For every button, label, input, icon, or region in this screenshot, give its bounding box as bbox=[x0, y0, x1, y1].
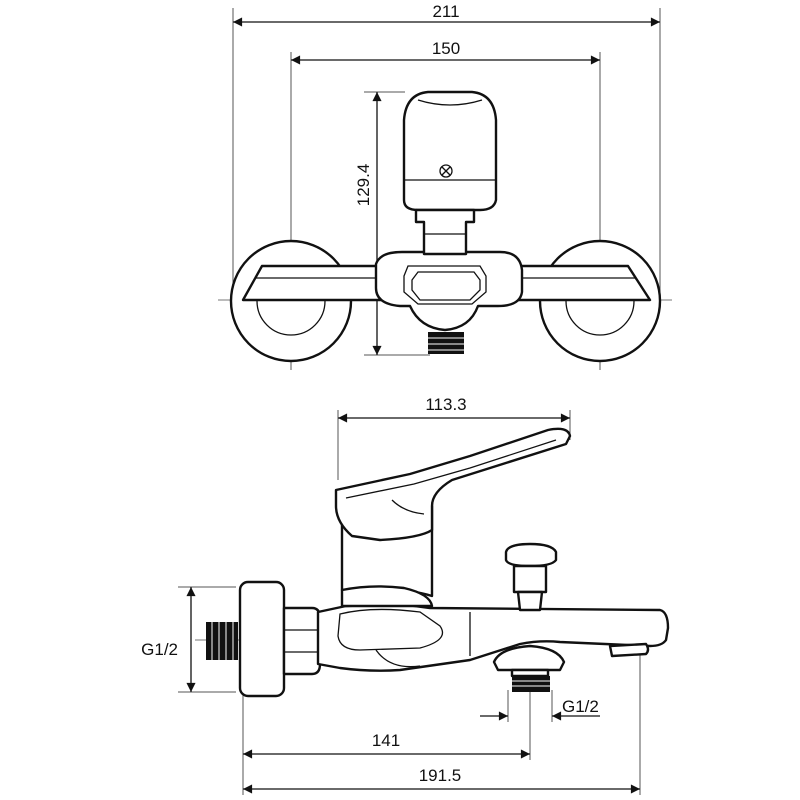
dim-outlet-thread-label: G1/2 bbox=[562, 697, 599, 716]
outlet-thread-top bbox=[428, 332, 464, 354]
connector-nut-side bbox=[282, 606, 322, 676]
inlet-thread-side bbox=[206, 622, 238, 660]
dim-overall-width: 211 bbox=[233, 2, 660, 27]
top-view: 211 150 129.4 bbox=[218, 2, 672, 370]
lever-handle-side bbox=[334, 427, 572, 542]
central-body bbox=[374, 250, 524, 332]
wall-flange-side bbox=[238, 580, 286, 698]
dim-overall-width-label: 211 bbox=[432, 2, 459, 21]
lever-handle-top bbox=[402, 90, 498, 212]
diverter-knob-side bbox=[504, 542, 558, 612]
dim-height: 129.4 bbox=[354, 92, 382, 356]
diverter-stem-top bbox=[414, 208, 476, 256]
dim-height-label: 129.4 bbox=[354, 164, 373, 207]
cross-icon bbox=[439, 164, 453, 178]
dim-centers-width: 150 bbox=[290, 39, 600, 65]
dim-centers-width-label: 150 bbox=[432, 39, 460, 58]
dim-lever-length: 113.3 bbox=[337, 395, 570, 423]
side-view: 113.3 G1/2 G1/2 141 191.5 bbox=[141, 395, 670, 795]
dim-inlet-thread-label: G1/2 bbox=[141, 640, 178, 659]
spout-aerator-side bbox=[608, 642, 650, 658]
dim-lever-length-label: 113.3 bbox=[425, 395, 466, 414]
spout-body-side bbox=[316, 602, 670, 672]
dim-outlet-thread: G1/2 bbox=[480, 697, 600, 721]
dim-overall-depth: 191.5 bbox=[243, 766, 640, 794]
outlet-coupling-side bbox=[492, 644, 566, 678]
outlet-thread-side bbox=[512, 676, 550, 692]
dim-outlet-offset: 141 bbox=[243, 731, 530, 759]
dim-outlet-offset-label: 141 bbox=[372, 731, 400, 750]
dim-overall-depth-label: 191.5 bbox=[419, 766, 462, 785]
dim-inlet-thread: G1/2 bbox=[141, 587, 196, 692]
